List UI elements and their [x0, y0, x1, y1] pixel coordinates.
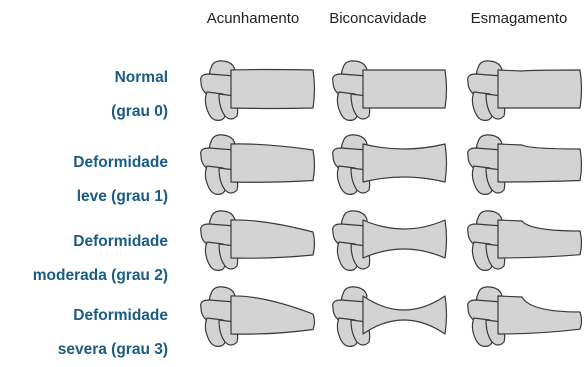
vertebra-wedge-severe — [193, 284, 323, 352]
vertebra-wedge-normal — [193, 58, 323, 126]
vertebra-crush-mild — [460, 132, 588, 200]
vertebra-wedge-moderate — [193, 208, 323, 276]
column-header-crush: Esmagamento — [454, 10, 584, 27]
row-label-moderate: Deformidade moderada (grau 2) — [33, 225, 168, 293]
vertebra-crush-severe — [460, 284, 588, 352]
vertebra-biconcave-normal — [325, 58, 455, 126]
vertebra-biconcave-moderate — [325, 208, 455, 276]
row-label-line1: Deformidade — [33, 225, 168, 259]
row-label-line1: Deformidade — [73, 146, 168, 180]
row-label-line2: severa (grau 3) — [58, 333, 168, 367]
vertebra-wedge-mild — [193, 132, 323, 200]
column-header-wedge: Acunhamento — [193, 10, 313, 27]
row-label-line2: moderada (grau 2) — [33, 259, 168, 293]
row-label-line2: (grau 0) — [111, 95, 168, 129]
row-label-severe: Deformidade severa (grau 3) — [58, 299, 168, 367]
vertebra-crush-moderate — [460, 208, 588, 276]
row-label-line2: leve (grau 1) — [73, 180, 168, 214]
vertebra-crush-normal — [460, 58, 588, 126]
vertebra-biconcave-severe — [325, 284, 455, 352]
row-label-mild: Deformidade leve (grau 1) — [73, 146, 168, 214]
vertebra-biconcave-mild — [325, 132, 455, 200]
row-label-normal: Normal (grau 0) — [111, 61, 168, 129]
row-label-line1: Normal — [111, 61, 168, 95]
row-label-line1: Deformidade — [58, 299, 168, 333]
column-header-biconcave: Biconcavidade — [313, 10, 443, 27]
